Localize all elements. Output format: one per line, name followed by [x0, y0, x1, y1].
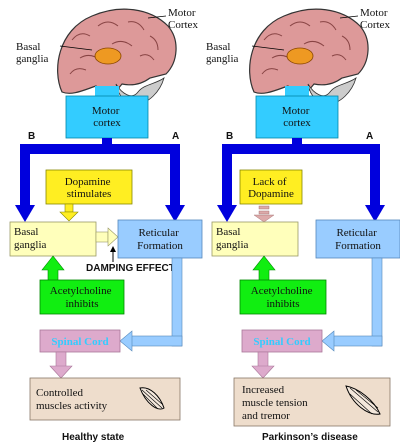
- spinal-to-muscle-arrow-healthy: [49, 351, 73, 379]
- caption-healthy: Healthy state: [62, 432, 125, 443]
- basal-ganglia-box-parkinsons: [211, 221, 299, 257]
- dopamine-box-parkinsons: [239, 169, 303, 205]
- dopamine-arrow-parkinsons: [253, 205, 275, 223]
- dopamine-arrow-healthy: [59, 203, 79, 222]
- brain-to-motor-connector: [95, 86, 119, 98]
- brain-basal-ganglia-label-parkinsons: Basal ganglia: [206, 41, 238, 65]
- brain-basal-ganglia-label-healthy: Basal ganglia: [16, 41, 48, 65]
- pathway-label-b-parkinsons: B: [226, 131, 233, 142]
- spinal-cord-box-parkinsons: [241, 329, 323, 353]
- spinal-cord-box-healthy: [39, 329, 121, 353]
- brain-motor-cortex-label-healthy: Motor Cortex: [168, 7, 198, 31]
- reticular-to-spinal-pathway-parkinsons: [321, 257, 383, 352]
- acetylcholine-arrow-healthy: [41, 255, 65, 283]
- spinal-cord-label-parkinsons: Spinal Cord: [253, 336, 310, 348]
- reticular-formation-box-healthy: [117, 219, 203, 259]
- outcome-label-parkinsons: Increased muscle tension and tremor: [242, 384, 310, 422]
- basal-ganglia-region: [94, 47, 122, 65]
- motor-cortex-box-healthy: [65, 95, 149, 139]
- pathway-arrows-parkinsons: [217, 138, 385, 222]
- motor-cortex-box-parkinsons: [255, 95, 339, 139]
- motor-cortex-label-parkinsons: Motor cortex: [282, 105, 312, 129]
- brain-motor-cortex-label-parkinsons: Motor Cortex: [360, 7, 390, 31]
- basal-to-reticular-arrow: [95, 227, 119, 247]
- motor-cortex-label-healthy: Motor cortex: [92, 105, 122, 129]
- damping-effect-arrowhead: [110, 246, 116, 252]
- pathway-label-a-healthy: A: [172, 131, 179, 142]
- muscle-icon: [139, 387, 165, 410]
- basal-ganglia-box-healthy: [9, 221, 97, 257]
- pathway-label-a-parkinsons: A: [366, 131, 373, 142]
- acetylcholine-label-healthy: Acetylcholine inhibits: [50, 285, 114, 310]
- caption-parkinsons: Parkinson’s disease: [262, 432, 358, 443]
- acetylcholine-box-parkinsons: [239, 279, 327, 315]
- pathway-arrows-healthy: [15, 138, 185, 222]
- muscle-icon: [345, 385, 381, 415]
- dopamine-box-healthy: [45, 169, 133, 205]
- basal-ganglia-region: [286, 47, 314, 65]
- acetylcholine-label-parkinsons: Acetylcholine inhibits: [251, 285, 315, 310]
- acetylcholine-box-healthy: [39, 279, 125, 315]
- outcome-label-healthy: Controlled muscles activity: [36, 387, 108, 412]
- spinal-cord-label-healthy: Spinal Cord: [51, 336, 108, 348]
- basal-ganglia-label-healthy: Basal ganglia: [14, 226, 46, 251]
- reticular-formation-label-healthy: Reticular Formation: [137, 227, 183, 252]
- basal-ganglia-label-parkinsons: Basal ganglia: [216, 226, 248, 251]
- spinal-to-muscle-arrow-parkinsons: [251, 351, 275, 379]
- brain-to-motor-connector: [285, 86, 309, 98]
- reticular-formation-label-parkinsons: Reticular Formation: [335, 227, 381, 252]
- acetylcholine-arrow-parkinsons: [252, 255, 276, 283]
- dopamine-label-parkinsons: Lack of Dopamine: [248, 176, 294, 200]
- reticular-formation-box-parkinsons: [315, 219, 400, 259]
- reticular-to-spinal-pathway-healthy: [119, 257, 183, 352]
- pathway-label-b-healthy: B: [28, 131, 35, 142]
- dopamine-label-healthy: Dopamine stimulates: [65, 176, 114, 200]
- damping-effect-label: DAMPING EFFECT: [86, 263, 175, 274]
